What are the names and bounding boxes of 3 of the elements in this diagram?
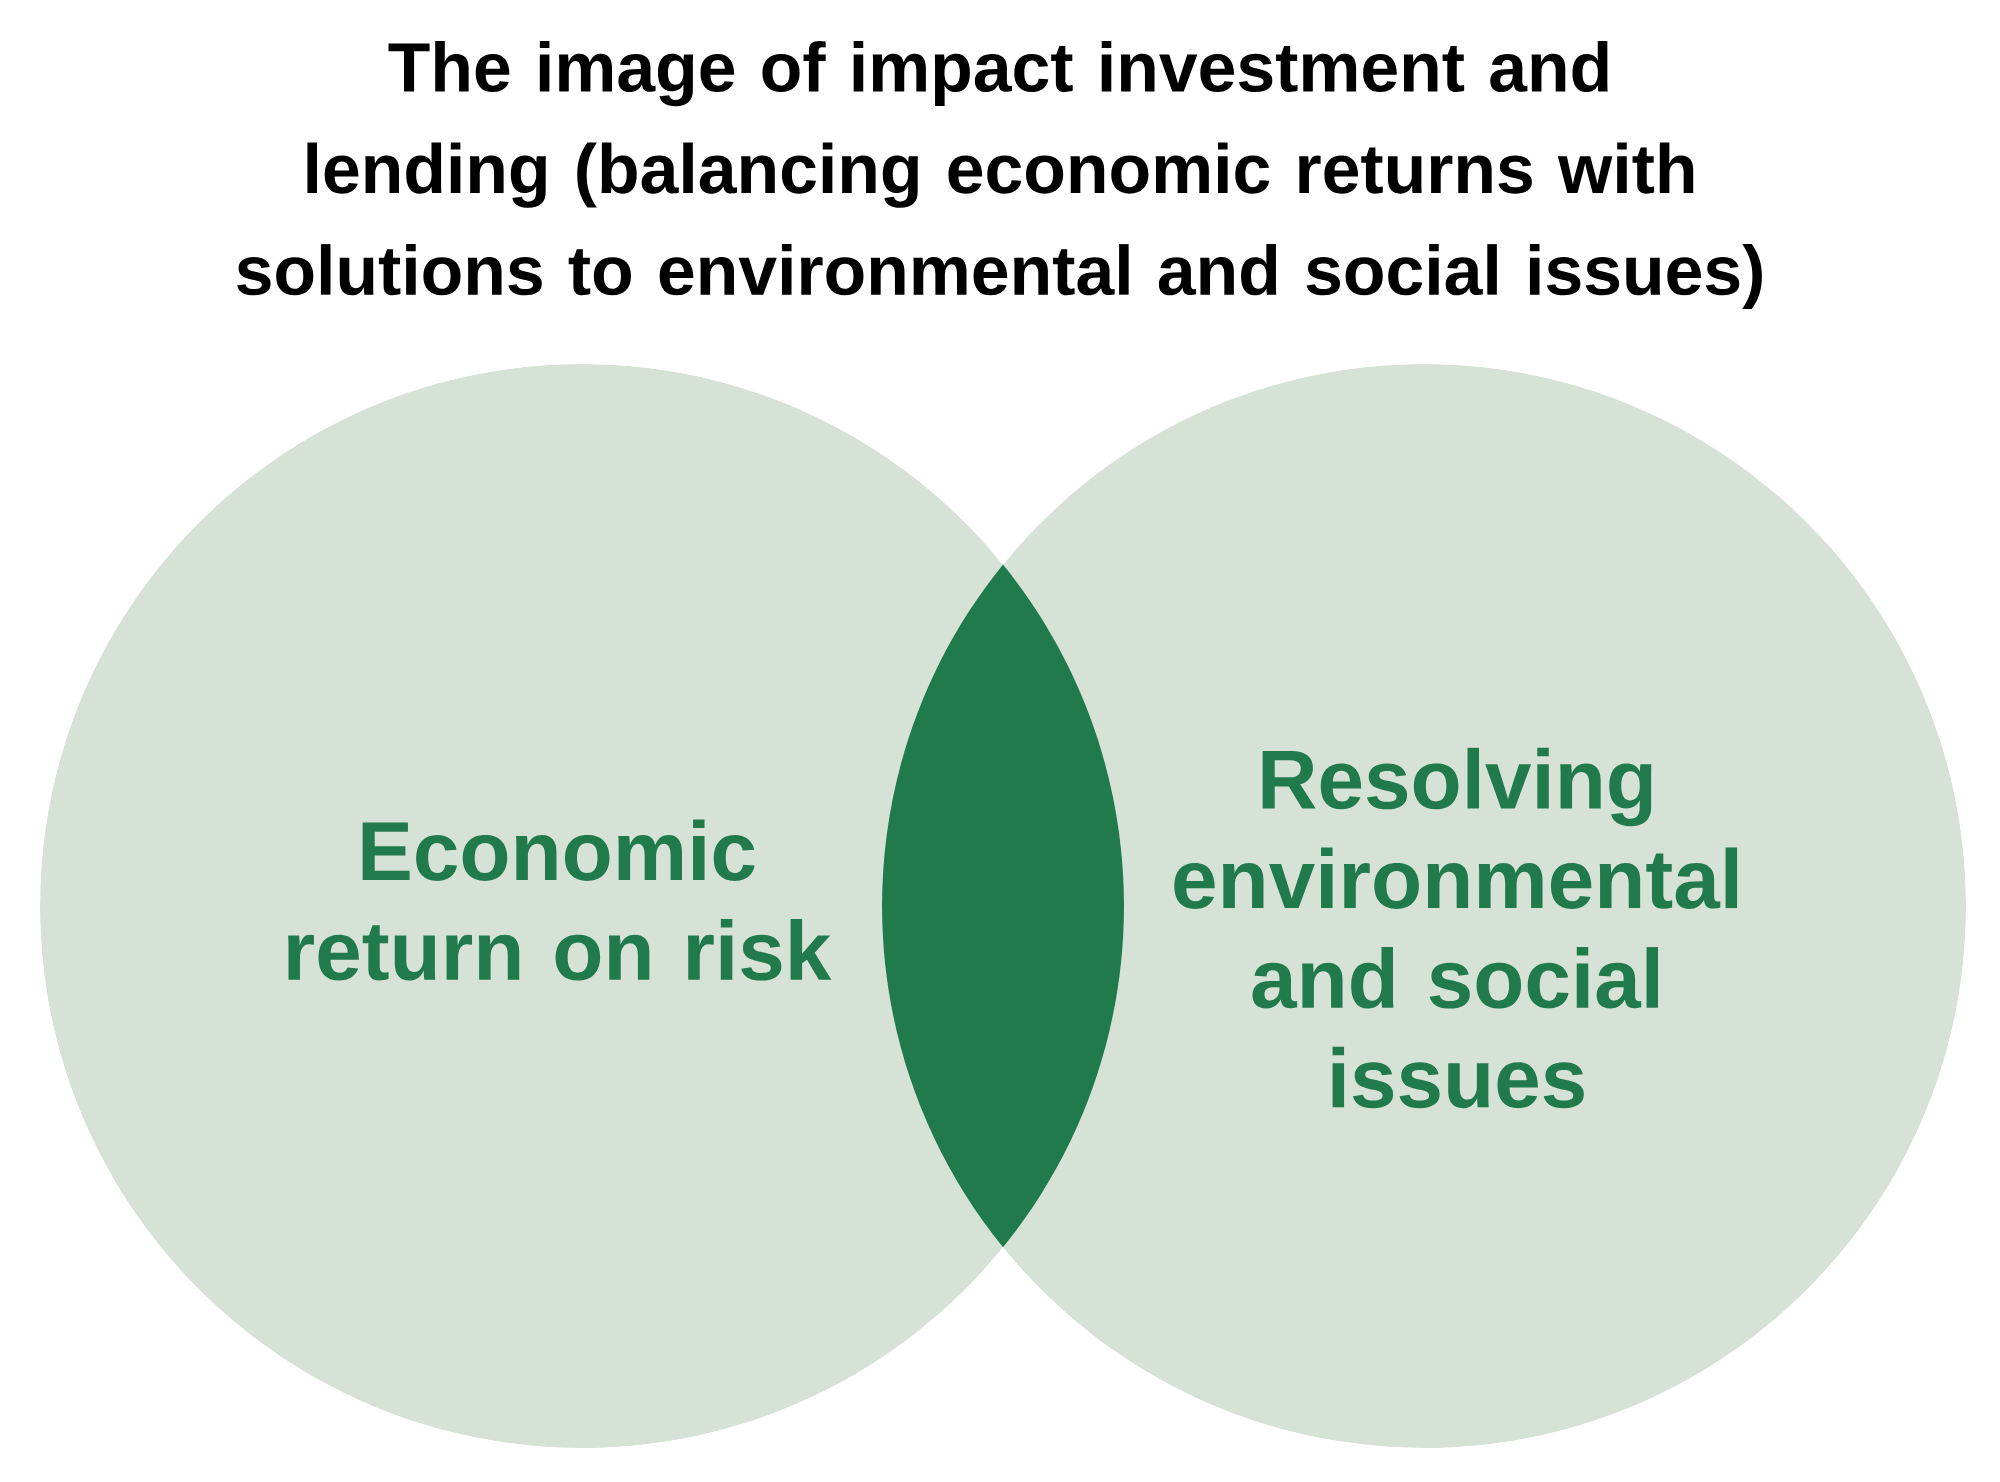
venn-circle <box>40 364 1966 1448</box>
title: The image of impact investment and lending (balancing economic returns with solutions to environmental and social issues) <box>237 40 1762 310</box>
circle-label: Economic return on risk <box>288 819 832 981</box>
